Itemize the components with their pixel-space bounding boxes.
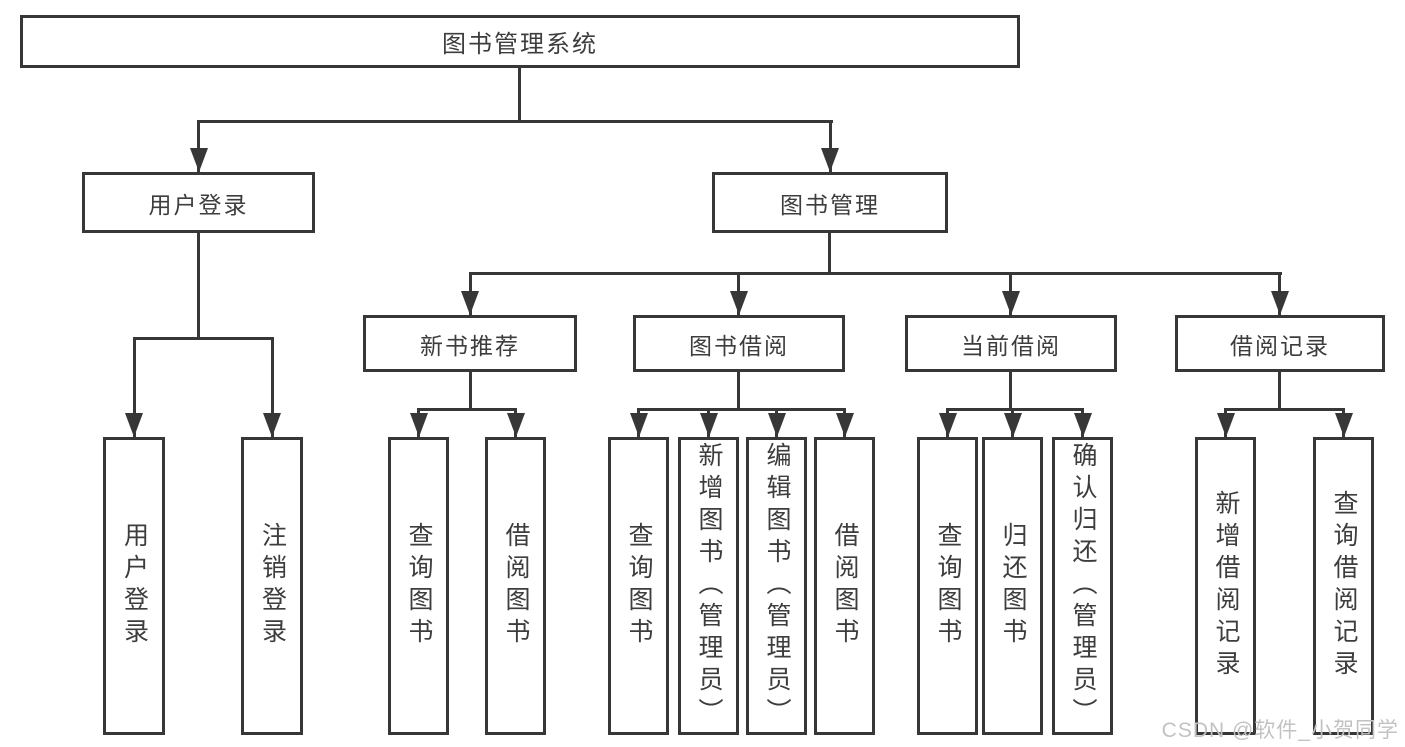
leaf-label: 查询图书 [625, 522, 653, 650]
leaf-confirm-return-admin: 确认归还（管理员） [1052, 437, 1113, 735]
arrowhead-down [1335, 413, 1353, 437]
leaf-query-borrow-record: 查询借阅记录 [1313, 437, 1374, 735]
leaf-label: 查询借阅记录 [1330, 490, 1358, 682]
node-new-book-recommendation: 新书推荐 [363, 315, 577, 372]
arrowhead-down [461, 291, 479, 315]
arrowhead-down [700, 413, 718, 437]
leaf-label: 确认归还（管理员） [1069, 442, 1097, 730]
arrowhead-down [263, 413, 281, 437]
arrowhead-down [1004, 413, 1022, 437]
connector-hline [946, 408, 1083, 411]
arrowhead-down [630, 413, 648, 437]
connector-vline [197, 233, 200, 337]
node-library-management-system: 图书管理系统 [20, 15, 1020, 68]
leaf-label: 新增借阅记录 [1212, 490, 1240, 682]
arrowhead-down [768, 413, 786, 437]
leaf-label: 借阅图书 [831, 522, 859, 650]
leaf-label: 借阅图书 [502, 522, 530, 650]
arrowhead-down [1002, 291, 1020, 315]
leaf-query-books-3: 查询图书 [917, 437, 978, 735]
arrowhead-down [1217, 413, 1235, 437]
leaf-add-borrow-record: 新增借阅记录 [1195, 437, 1256, 735]
leaf-query-books-2: 查询图书 [608, 437, 669, 735]
connector-hline [417, 408, 517, 411]
connector-vline [133, 337, 136, 437]
leaf-query-books: 查询图书 [388, 437, 449, 735]
watermark: CSDN @软件_小贺同学 [1161, 719, 1399, 742]
leaf-return-books: 归还图书 [982, 437, 1043, 735]
leaf-label: 查询图书 [405, 522, 433, 650]
arrowhead-down [836, 413, 854, 437]
node-borrowing-records: 借阅记录 [1175, 315, 1385, 372]
leaf-borrow-books: 借阅图书 [485, 437, 546, 735]
connector-vline [737, 372, 740, 408]
connector-hline [637, 408, 845, 411]
arrowhead-down [125, 413, 143, 437]
leaf-logout: 注销登录 [241, 437, 303, 735]
leaf-label: 归还图书 [999, 522, 1027, 650]
connector-vline [1278, 372, 1281, 408]
connector-vline [828, 233, 831, 272]
node-user-login: 用户登录 [82, 172, 315, 233]
connector-vline [469, 372, 472, 408]
leaf-borrow-books-2: 借阅图书 [814, 437, 875, 735]
connector-vline [197, 120, 200, 172]
arrowhead-down [190, 148, 208, 172]
arrowhead-down [507, 413, 525, 437]
connector-vline [829, 120, 832, 172]
connector-hline [469, 272, 1282, 275]
node-book-borrowing: 图书借阅 [633, 315, 845, 372]
connector-vline [518, 68, 521, 120]
connector-vline [271, 337, 274, 437]
arrowhead-down [730, 291, 748, 315]
connector-hline [133, 337, 274, 340]
arrowhead-down [1074, 413, 1092, 437]
leaf-label: 用户登录 [120, 522, 149, 650]
arrowhead-down [821, 148, 839, 172]
leaf-label: 查询图书 [934, 522, 962, 650]
arrowhead-down [1271, 291, 1289, 315]
arrowhead-down [410, 413, 428, 437]
connector-hline [197, 120, 833, 123]
node-current-borrowing: 当前借阅 [905, 315, 1117, 372]
leaf-label: 编辑图书（管理员） [763, 442, 791, 730]
leaf-label: 新增图书（管理员） [695, 442, 723, 730]
leaf-user-login: 用户登录 [103, 437, 165, 735]
arrowhead-down [939, 413, 957, 437]
connector-vline [1009, 372, 1012, 408]
node-book-management: 图书管理 [712, 172, 948, 233]
leaf-edit-books-admin: 编辑图书（管理员） [746, 437, 807, 735]
leaf-add-books-admin: 新增图书（管理员） [678, 437, 739, 735]
leaf-label: 注销登录 [258, 522, 287, 650]
connector-hline [1224, 408, 1344, 411]
